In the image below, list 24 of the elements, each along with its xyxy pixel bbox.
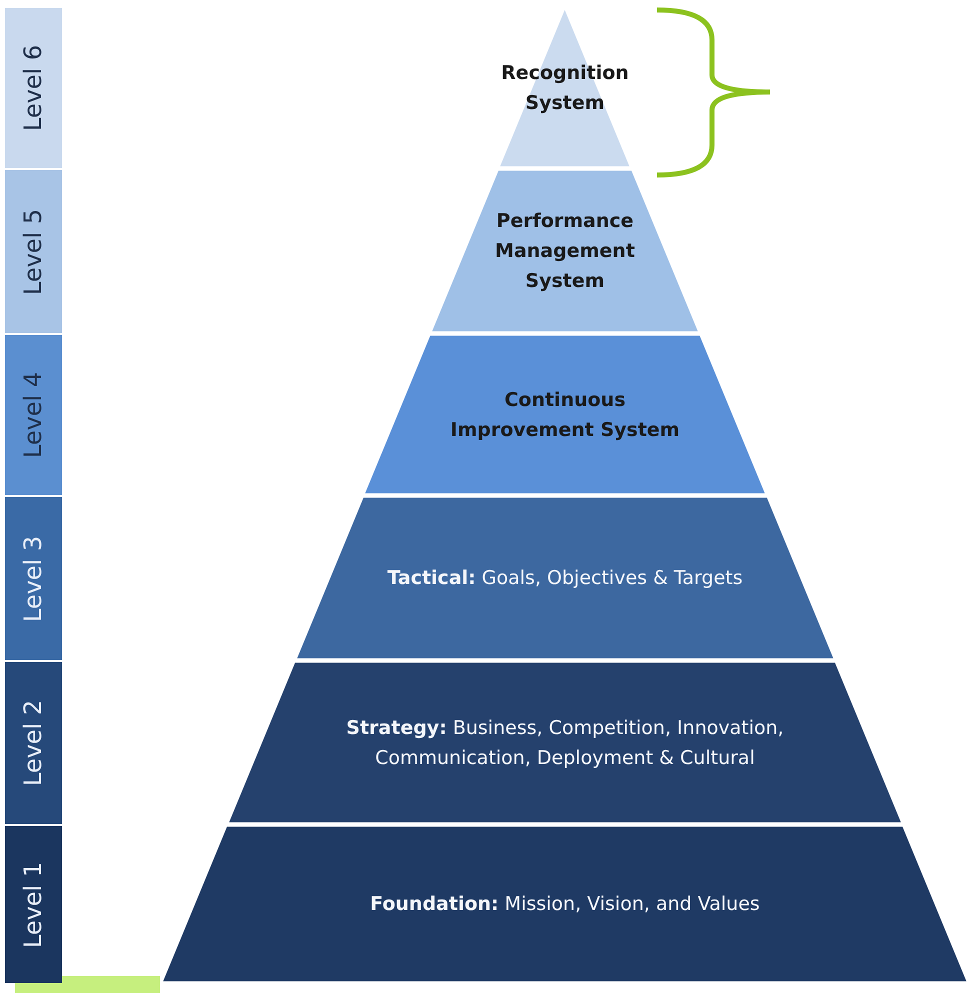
level-band bbox=[5, 170, 62, 333]
level-label: Level 4 bbox=[20, 372, 48, 458]
layer-text: Foundation: Mission, Vision, and Values bbox=[369, 892, 761, 917]
level-band bbox=[5, 497, 62, 660]
pyramid-layer bbox=[228, 662, 902, 823]
pyramid-layer bbox=[296, 497, 834, 659]
layer-text: Recognition System bbox=[500, 60, 630, 116]
pyramid-layer bbox=[162, 826, 968, 982]
pyramid-layer bbox=[431, 170, 699, 332]
layer-text: Continuous Improvement System bbox=[449, 388, 681, 442]
level-label: Level 3 bbox=[20, 535, 48, 622]
layer-text: Tactical: Goals, Objectives & Targets bbox=[386, 566, 744, 591]
level-label: Level 2 bbox=[20, 700, 48, 786]
level-label: Level 1 bbox=[20, 861, 48, 948]
pyramid-layer bbox=[364, 335, 766, 494]
layer-text: Performance Management System bbox=[494, 209, 636, 294]
layer-text: Strategy: Business, Competition, Innovation, Communication, Deployment & Cultural bbox=[345, 716, 785, 770]
level-band bbox=[5, 826, 62, 983]
level-label: Level 6 bbox=[20, 44, 48, 132]
pyramid-layer bbox=[499, 8, 631, 167]
level-label: Level 5 bbox=[20, 208, 48, 295]
level-band bbox=[5, 8, 62, 168]
level-band bbox=[5, 335, 62, 495]
level-band bbox=[5, 662, 62, 824]
